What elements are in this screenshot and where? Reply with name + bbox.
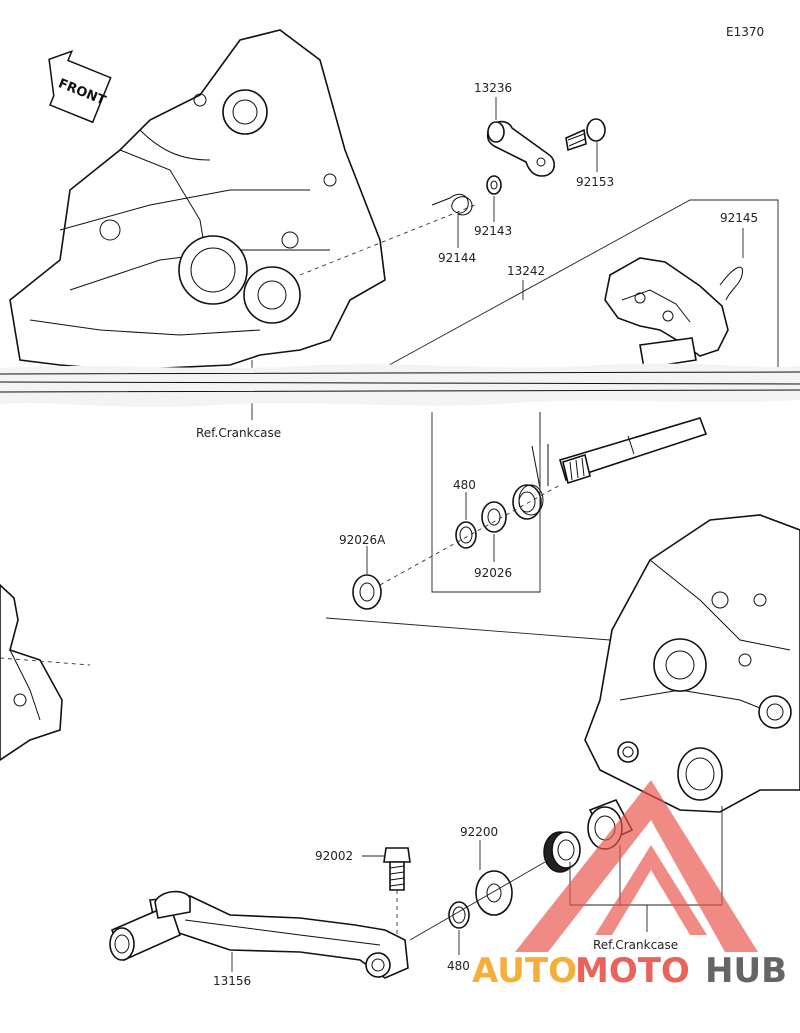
part-13242-shift-shaft: [604, 257, 744, 369]
crankcase-bottom-right: [584, 514, 800, 813]
watermark-auto: AUTO: [472, 951, 577, 991]
part-92026A-washer: [352, 574, 382, 610]
part-13242-shaft-lower: [559, 417, 708, 485]
label-92153: 92153: [576, 175, 614, 189]
watermark-hub: HUB: [705, 951, 787, 991]
part-92153-bolt: [565, 118, 606, 152]
part-92144-spring: [431, 193, 473, 248]
part-13236-link: [486, 120, 555, 177]
part-480-circlip-bottom: [448, 901, 470, 929]
part-92200-washer: [475, 870, 513, 916]
watermark-logo: AUTO MOTO HUB: [472, 780, 787, 991]
label-92002: 92002: [315, 849, 353, 863]
label-480-top: 480: [453, 478, 476, 492]
label-92143: 92143: [474, 224, 512, 238]
label-ref-crankcase-bottom: Ref.Crankcase: [593, 938, 678, 952]
crankcase-left-fragment: [0, 583, 63, 761]
label-92026: 92026: [474, 566, 512, 580]
part-92002-bolt: [383, 847, 411, 891]
label-13242: 13242: [507, 264, 545, 278]
part-92143-collar: [486, 175, 502, 195]
diagram-code: E1370: [726, 25, 764, 39]
part-return-spring: [512, 444, 549, 520]
label-13156: 13156: [213, 974, 251, 988]
part-13156-shift-pedal: [109, 890, 409, 979]
label-92145: 92145: [720, 211, 758, 225]
front-arrow-icon: FRONT: [48, 49, 112, 124]
watermark-moto: MOTO: [575, 951, 690, 991]
label-92144: 92144: [438, 251, 476, 265]
label-480-bottom: 480: [447, 959, 470, 973]
part-oil-seal: [543, 831, 581, 873]
label-92026A: 92026A: [339, 533, 386, 547]
part-92026-washer: [481, 501, 507, 533]
break-band: [0, 363, 800, 407]
label-ref-crankcase-top: Ref.Crankcase: [196, 426, 281, 440]
label-92200: 92200: [460, 825, 498, 839]
part-480-circlip-top: [455, 521, 477, 549]
label-13236: 13236: [474, 81, 512, 95]
